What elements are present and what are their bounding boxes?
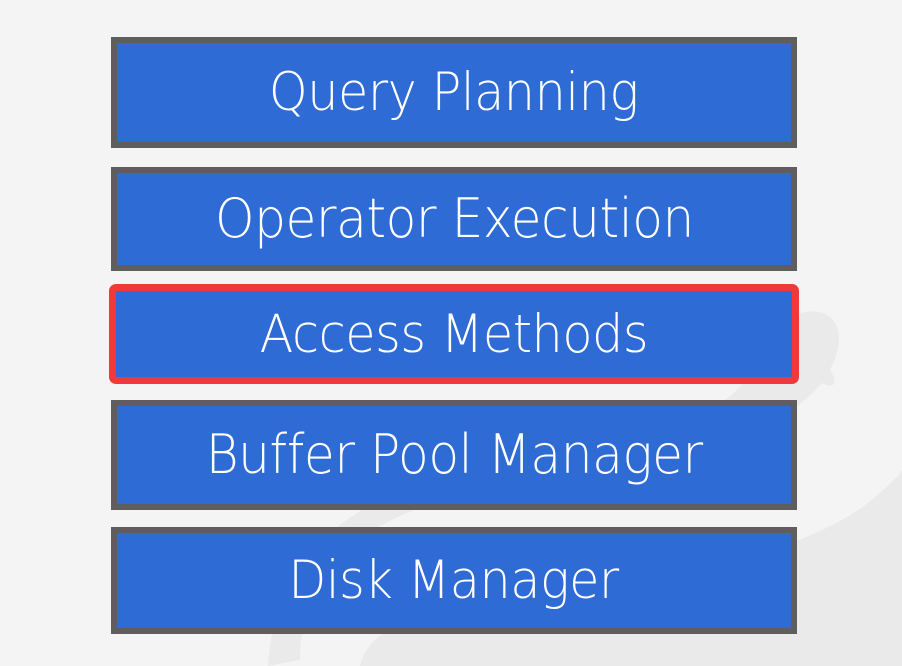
layer-label: Buffer Pool Manager — [205, 423, 703, 486]
layer-box-operator-execution[interactable]: Operator Execution — [111, 167, 797, 271]
layer-box-buffer-pool-manager[interactable]: Buffer Pool Manager — [111, 400, 797, 510]
layer-label: Access Methods — [259, 303, 649, 365]
layer-label: Operator Execution — [214, 187, 694, 250]
layer-box-access-methods[interactable]: Access Methods — [109, 284, 799, 384]
layer-label: Query Planning — [269, 62, 639, 123]
layer-label: Disk Manager — [288, 550, 620, 611]
layer-box-query-planning[interactable]: Query Planning — [111, 37, 797, 148]
layer-box-disk-manager[interactable]: Disk Manager — [111, 527, 797, 634]
